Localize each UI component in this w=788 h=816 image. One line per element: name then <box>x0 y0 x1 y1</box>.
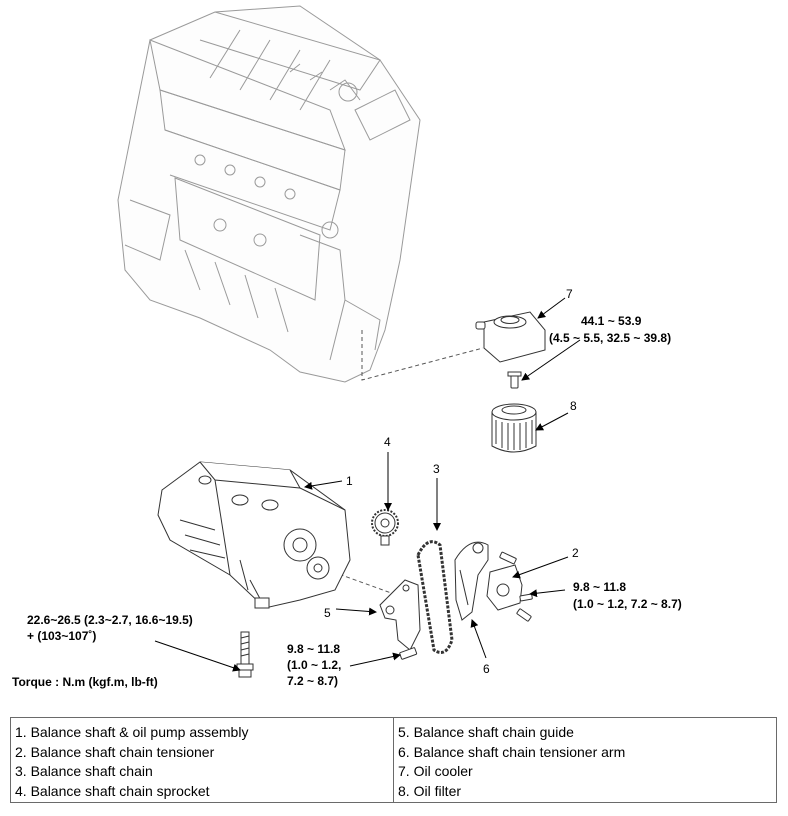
torque-assembly-angle: + (103~107˚) <box>27 629 96 643</box>
callout-4: 4 <box>384 435 391 449</box>
callout-6: 6 <box>483 662 490 676</box>
oil-cooler-part <box>475 311 546 363</box>
engine-block-illustration <box>117 5 421 383</box>
balance-shaft-assembly-part <box>157 461 351 609</box>
leader-5 <box>335 607 377 616</box>
legend-item: 5. Balance shaft chain guide <box>398 724 574 740</box>
torque-oil-cooler-alt: (4.5 ~ 5.5, 32.5 ~ 39.8) <box>549 331 671 345</box>
callout-3: 3 <box>433 462 440 476</box>
leader-torque-guide <box>349 652 401 667</box>
torque-unit-note: Torque : N.m (kgf.m, lb-ft) <box>12 675 158 689</box>
torque-assembly-value: 22.6~26.5 (2.3~2.7, 16.6~19.5) <box>27 613 193 627</box>
legend-item: 2. Balance shaft chain tensioner <box>15 743 215 760</box>
exploded-parts-diagram: 7 8 4 3 1 2 5 6 44.1 ~ 53.9 (4.5 ~ 5.5, … <box>12 5 682 689</box>
oil-cooler-connector-bolt <box>507 371 522 389</box>
leader-8 <box>535 412 569 431</box>
legend-item: 3. Balance shaft chain <box>15 763 153 779</box>
chain-sprocket-part <box>371 509 399 546</box>
legend-item: 1. Balance shaft & oil pump assembly <box>15 724 249 740</box>
legend-column-left: 1. Balance shaft & oil pump assembly 2. … <box>10 717 394 803</box>
legend-item: 6. Balance shaft chain tensioner arm <box>398 743 626 760</box>
callout-1: 1 <box>346 474 353 488</box>
leader-6 <box>470 619 487 659</box>
legend-item: 4. Balance shaft chain sprocket <box>15 782 210 799</box>
torque-guide-alt-2: 7.2 ~ 8.7) <box>287 674 338 688</box>
callout-2: 2 <box>572 546 579 560</box>
torque-guide-alt-1: (1.0 ~ 1.2, <box>287 658 341 672</box>
legend-item: 8. Oil filter <box>398 782 462 799</box>
tensioner-arm-part <box>454 541 489 621</box>
legend-item: 7. Oil cooler <box>398 763 473 779</box>
oil-filter-part <box>491 403 537 453</box>
leader-2 <box>512 556 569 579</box>
leader-torque-oil-cooler <box>521 339 581 381</box>
chain-guide-part <box>379 579 421 651</box>
callout-7: 7 <box>566 287 573 301</box>
assembly-bolt <box>236 631 254 678</box>
leader-torque-tensioner <box>529 589 566 598</box>
parts-legend-table: 1. Balance shaft & oil pump assembly 2. … <box>10 717 777 803</box>
legend-column-right: 5. Balance shaft chain guide 6. Balance … <box>393 717 777 803</box>
chain-tensioner-part <box>486 551 533 622</box>
leader-torque-assembly <box>154 640 241 672</box>
torque-oil-cooler-value: 44.1 ~ 53.9 <box>581 314 642 328</box>
chain-guide-bolt <box>399 647 418 660</box>
callout-5: 5 <box>324 606 331 620</box>
torque-guide-value: 9.8 ~ 11.8 <box>287 642 340 656</box>
torque-tensioner-alt: (1.0 ~ 1.2, 7.2 ~ 8.7) <box>573 597 682 611</box>
leader-7 <box>537 297 566 319</box>
balance-shaft-chain-part <box>416 540 454 654</box>
torque-tensioner-value: 9.8 ~ 11.8 <box>573 580 626 594</box>
leader-1 <box>304 480 343 490</box>
callout-8: 8 <box>570 399 577 413</box>
